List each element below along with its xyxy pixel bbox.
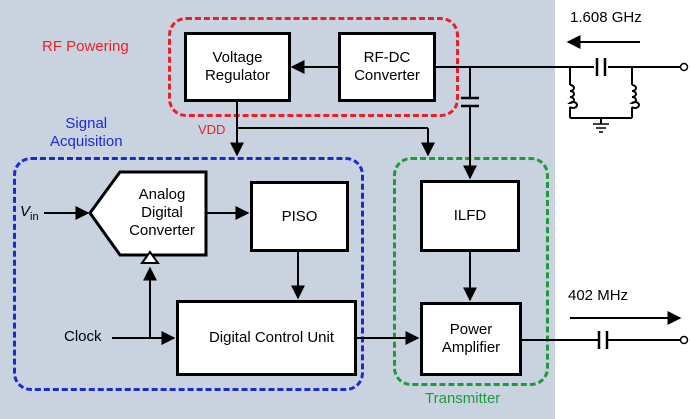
clock-label: Clock xyxy=(64,328,102,345)
adc-label-2: Digital xyxy=(141,204,183,221)
digital-control-unit-block: Digital Control Unit xyxy=(176,300,357,376)
signal-acquisition-group-label: Signal Acquisition xyxy=(50,115,123,151)
power-amplifier-label-1: Power xyxy=(449,321,493,338)
ground-icon xyxy=(593,123,609,133)
adc-label-3: Converter xyxy=(129,222,195,239)
adc-clock-triangle-icon xyxy=(140,250,160,264)
rf-powering-group-label: RF Powering xyxy=(42,38,129,55)
piso-block: PISO xyxy=(250,181,349,252)
rf-dc-converter-label-2: Converter xyxy=(354,67,420,84)
capacitor-icon xyxy=(594,58,608,76)
digital-control-unit-label: Digital Control Unit xyxy=(208,329,335,346)
capacitor-icon xyxy=(461,96,479,108)
vin-label: Vin xyxy=(20,203,39,223)
signal-acquisition-group xyxy=(13,157,364,391)
adc-label-1: Analog xyxy=(138,186,186,203)
inductor-icon xyxy=(629,84,640,109)
adc-shape xyxy=(88,170,208,257)
ilfd-label: ILFD xyxy=(453,207,487,224)
tx-output-frequency-label: 402 MHz xyxy=(568,287,629,304)
vin-label-sub: in xyxy=(30,211,39,223)
signal-acquisition-label-1: Signal xyxy=(65,115,108,132)
transmitter-group-label: Transmitter xyxy=(425,390,501,407)
power-amplifier-label-2: Amplifier xyxy=(441,339,501,356)
rf-input-frequency-label: 1.608 GHz xyxy=(570,9,642,26)
rf-input-terminal-icon xyxy=(679,62,689,72)
adc-label: Analog Digital Converter xyxy=(118,186,206,240)
ilfd-block: ILFD xyxy=(420,180,520,252)
vdd-label: VDD xyxy=(198,122,226,137)
signal-acquisition-label-2: Acquisition xyxy=(50,133,123,150)
rf-dc-converter-label-1: RF-DC xyxy=(363,49,411,66)
voltage-regulator-label-2: Regulator xyxy=(204,67,271,84)
piso-label: PISO xyxy=(281,207,318,225)
tx-output-terminal-icon xyxy=(679,335,689,345)
capacitor-icon xyxy=(597,331,609,349)
inductor-icon xyxy=(567,84,578,109)
voltage-regulator-label-1: Voltage xyxy=(212,49,263,66)
vin-label-main: V xyxy=(20,203,31,220)
